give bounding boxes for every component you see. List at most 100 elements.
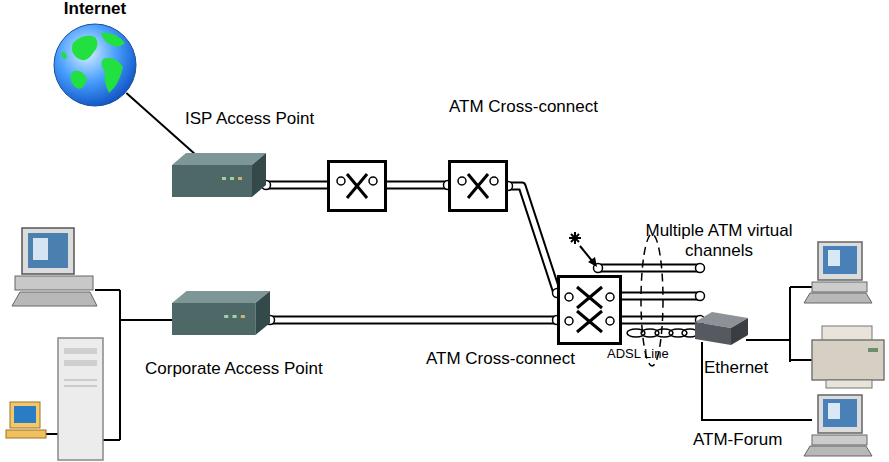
- polygon-shape: [12, 292, 97, 306]
- polygon-shape: [172, 165, 252, 197]
- polygon-shape: [804, 293, 872, 303]
- network-label: ATM-Forum: [693, 430, 782, 450]
- circle-shape: [606, 293, 614, 301]
- path-shape: [615, 318, 700, 323]
- polygon-shape: [804, 446, 872, 456]
- line-shape: [64, 386, 97, 387]
- access-point-device: Corporate Access Point: [172, 285, 270, 335]
- circle-shape: [369, 177, 377, 185]
- line-shape: [468, 174, 488, 198]
- line-shape: [347, 174, 367, 198]
- network-label: Ethernet: [704, 358, 768, 378]
- line-shape: [789, 287, 791, 362]
- rect-shape: [823, 399, 857, 427]
- rect-shape: [232, 315, 236, 318]
- circle-shape: [606, 317, 614, 325]
- channels-caption: Multiple ATM virtual channels: [644, 221, 794, 261]
- line-shape: [577, 311, 602, 332]
- path-shape: [615, 292, 700, 301]
- rect-shape: [818, 395, 862, 433]
- cross-connect-box: ATM Cross-connect: [448, 160, 508, 212]
- circle-shape: [458, 177, 466, 185]
- tube-core: [508, 186, 557, 293]
- tube-outline: [270, 316, 557, 325]
- rect-shape: [812, 282, 867, 292]
- line-label: ADSL Line: [607, 346, 669, 361]
- polygon-shape: [172, 153, 266, 165]
- rect-shape: [868, 348, 878, 352]
- access-point-device-art: [172, 285, 270, 335]
- rect-shape: [64, 360, 97, 366]
- polygon-shape: [255, 291, 270, 335]
- polygon-shape: [172, 303, 255, 335]
- atm-link: [504, 182, 562, 298]
- rect-shape: [15, 276, 93, 290]
- tube-core: [270, 318, 557, 323]
- rect-shape: [823, 246, 857, 274]
- desktop-computer: [12, 228, 97, 306]
- cross-connect-box-art: [557, 275, 622, 345]
- printer: [812, 326, 884, 388]
- tube-core: [266, 183, 448, 188]
- small-computer: [6, 402, 46, 438]
- circle-shape: [696, 264, 705, 273]
- node-label: Internet: [64, 0, 126, 19]
- rect-shape: [818, 242, 862, 280]
- line-shape: [95, 289, 120, 291]
- rect-shape: [812, 435, 867, 445]
- rect-shape: [222, 177, 226, 180]
- rect-shape: [22, 228, 74, 274]
- circle-shape: [54, 24, 136, 106]
- rect-shape: [241, 315, 245, 318]
- path-shape: [598, 264, 700, 273]
- path-shape: [101, 58, 123, 93]
- rect-shape: [33, 238, 48, 260]
- line-shape: [468, 174, 488, 198]
- atm-link: [266, 316, 562, 325]
- rect-shape: [224, 315, 228, 318]
- polygon-shape: [172, 291, 270, 303]
- node-label: Corporate Access Point: [145, 359, 323, 379]
- path-shape: [101, 33, 125, 47]
- node-label: ATM Cross-connect: [449, 97, 598, 117]
- rect-shape: [812, 340, 884, 380]
- polygon-shape: [695, 322, 731, 345]
- atm-link: [262, 181, 453, 190]
- cross-connect-symbol: [329, 162, 386, 211]
- line-shape: [577, 287, 602, 308]
- line-shape: [119, 290, 121, 440]
- rect-shape: [450, 162, 507, 211]
- internet-globe-art: [53, 23, 137, 107]
- line-shape: [790, 286, 812, 288]
- circle-shape: [337, 177, 345, 185]
- rect-shape: [826, 380, 872, 388]
- desktop-computer: [804, 242, 872, 303]
- rect-shape: [828, 403, 840, 419]
- desktop-computer: [804, 395, 872, 456]
- rect-shape: [238, 177, 242, 180]
- rect-shape: [559, 277, 621, 344]
- circle-shape: [565, 293, 573, 301]
- path-shape: [615, 294, 700, 299]
- path-shape: [70, 71, 87, 89]
- polygon-shape: [588, 257, 597, 267]
- line-shape: [347, 174, 367, 198]
- cross-connect-box-art: [448, 160, 508, 212]
- line-shape: [571, 234, 579, 242]
- rect-shape: [10, 402, 40, 428]
- tube-outline: [266, 181, 448, 190]
- node-label: ISP Access Point: [185, 109, 314, 129]
- path-shape: [72, 36, 98, 60]
- rect-shape: [329, 162, 386, 211]
- node-label: ATM Cross-connect: [426, 349, 575, 369]
- line-shape: [64, 380, 97, 381]
- rect-shape: [28, 233, 68, 268]
- tube-outline: [508, 186, 557, 293]
- path-shape: [615, 316, 700, 325]
- path-shape: [598, 266, 700, 271]
- path-shape: [61, 52, 67, 60]
- customer-wiring: [702, 287, 812, 420]
- circle-shape: [490, 177, 498, 185]
- asterisk-marker: [569, 232, 597, 267]
- rect-shape: [64, 348, 97, 354]
